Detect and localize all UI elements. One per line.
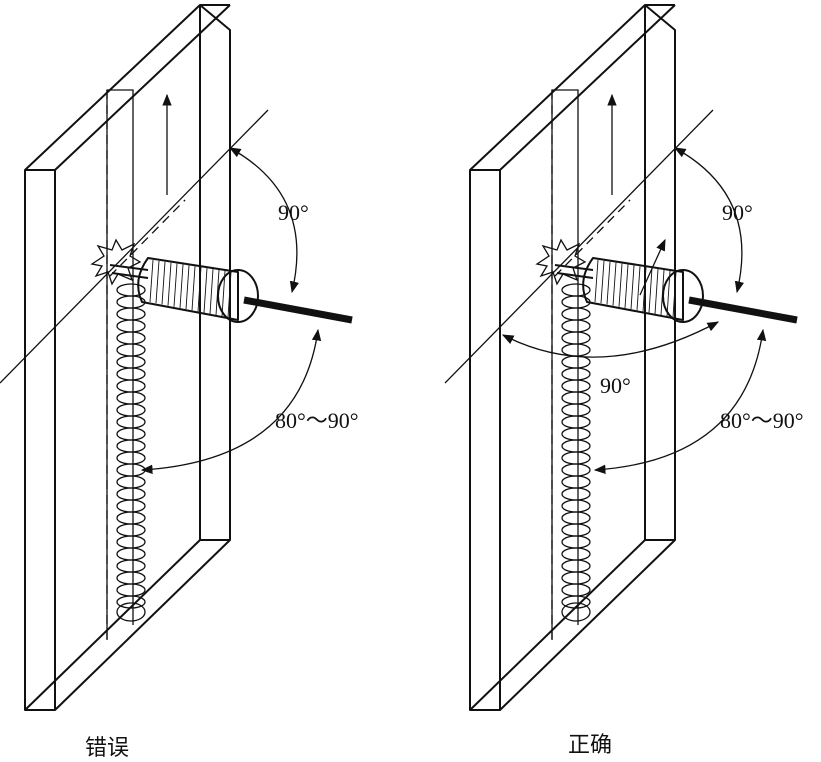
workpiece-plate [469,4,676,711]
workpiece-plate [24,4,231,711]
diagram-wrong: 90° 80°～90° 错误 [0,4,359,761]
weld-bead [116,283,146,622]
reference-axis-line [0,109,269,384]
arc-spark-icon [90,238,142,286]
diagram-correct: 90° 90° 80°～90° 正确 [444,4,804,758]
angle-arc-80-90 [140,328,322,475]
weld-bead [561,283,591,622]
reference-axis-line [444,109,714,384]
angle-label-90: 90° [722,200,753,225]
angle-arc-90-horizontal [501,321,720,358]
electrode-rod [688,296,798,324]
angle-arc-80-90 [593,328,767,474]
caption-wrong: 错误 [85,736,129,761]
angle-arc-90 [228,147,299,294]
electrode-holder [109,257,353,324]
angle-label-90-horizontal: 90° [600,373,631,398]
caption-correct: 正确 [568,733,612,758]
angle-label-80-90: 80°～90° [720,408,804,433]
electrode-holder [554,238,798,324]
angle-label-80-90: 80°～90° [275,408,359,433]
electrode-rod [243,296,353,324]
angle-label-90: 90° [278,200,309,225]
angle-arc-90 [673,147,744,294]
arc-spark-icon [535,238,587,286]
